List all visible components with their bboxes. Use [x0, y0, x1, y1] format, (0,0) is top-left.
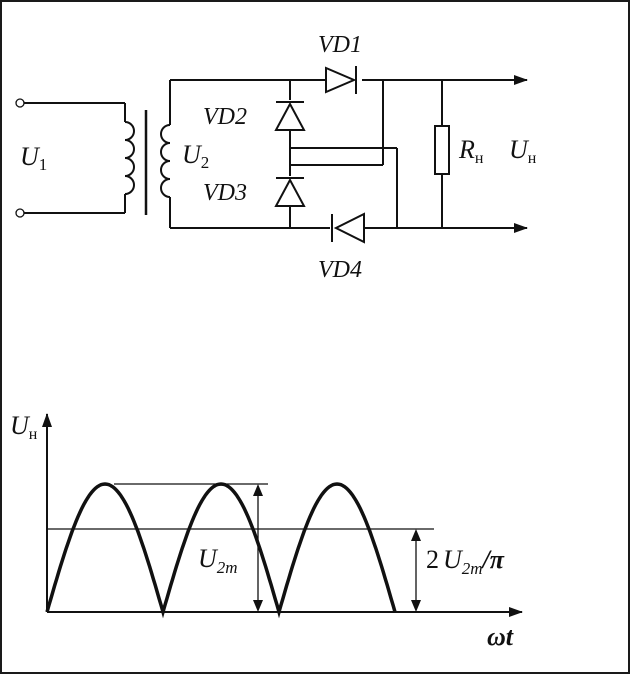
diode-vd2: [274, 101, 306, 131]
diode-vd4-label: VD4: [318, 257, 362, 283]
input-voltage-label: U1: [20, 142, 47, 174]
diode-vd1-label: VD1: [318, 32, 362, 58]
x-axis-label: ωt: [487, 622, 514, 651]
input-terminal-top: [15, 98, 25, 108]
transformer-primary-winding: [124, 103, 135, 213]
y-axis-label: Uн: [10, 411, 38, 443]
rectified-waveform: [45, 482, 397, 619]
diode-vd3: [274, 177, 306, 207]
circuit-diagram: U1 U2 VD1 VD2 VD3 VD4 Rн Uн: [15, 32, 537, 283]
input-terminal-bottom: [15, 208, 25, 218]
secondary-voltage-label: U2: [182, 140, 209, 172]
diode-vd3-label: VD3: [203, 180, 247, 206]
load-resistor-label: Rн: [458, 135, 484, 167]
output-voltage-label: Uн: [509, 135, 537, 167]
amplitude-label: U2m: [198, 544, 238, 577]
diode-vd4: [331, 212, 365, 244]
diode-vd2-label: VD2: [203, 104, 247, 130]
diode-vd1: [325, 66, 357, 94]
transformer-secondary-winding: [160, 80, 171, 228]
load-resistor: [434, 125, 450, 175]
